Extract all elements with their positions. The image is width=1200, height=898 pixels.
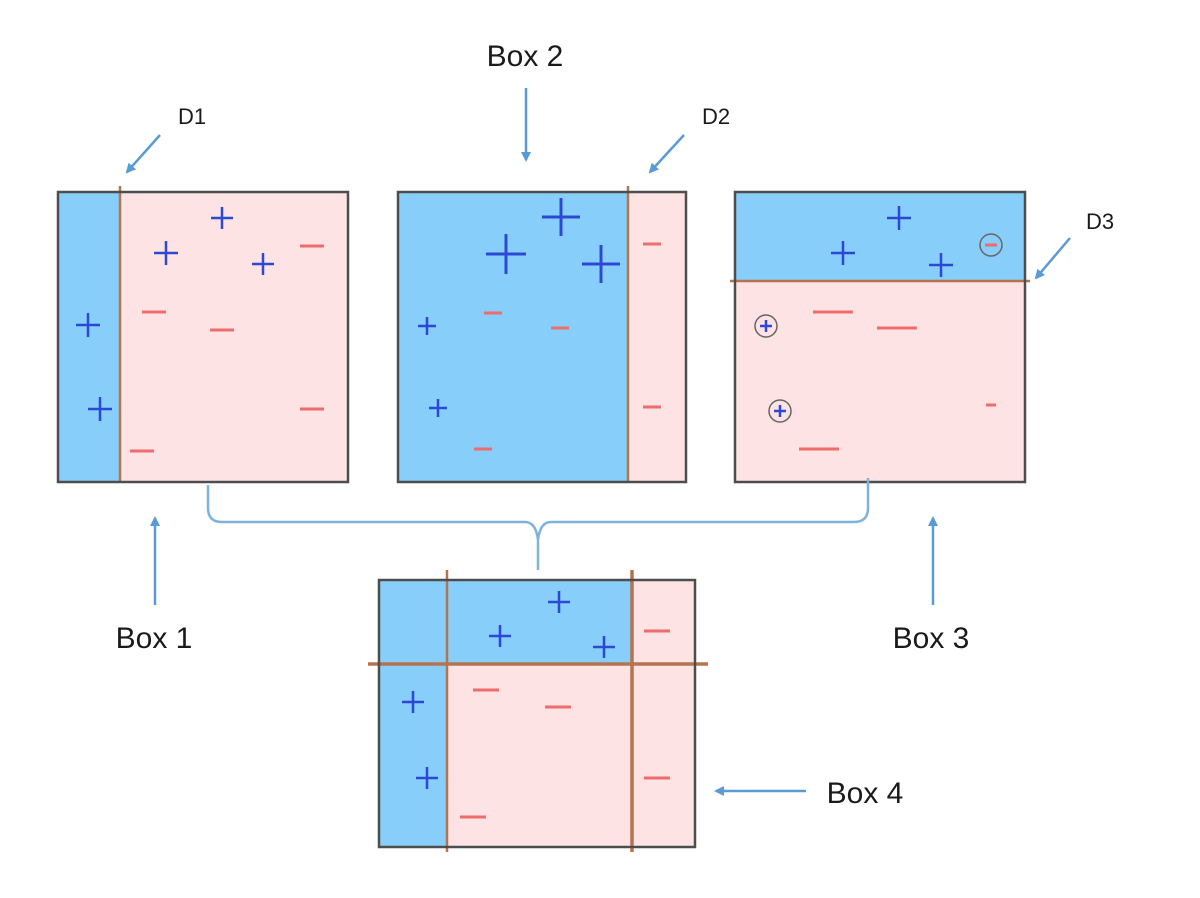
box-3-negative-region xyxy=(735,281,1025,482)
box-4 xyxy=(368,570,708,852)
plus-sample xyxy=(416,767,438,789)
box-3-frame xyxy=(733,190,1027,484)
box-3-marks xyxy=(754,206,1003,451)
plus-sample xyxy=(929,253,953,277)
box-4-marks xyxy=(402,591,670,819)
label-box-3: Box 3 xyxy=(893,622,970,655)
label-d2: D2 xyxy=(702,104,730,129)
plus-sample xyxy=(211,207,233,229)
plus-sample xyxy=(88,397,112,421)
label-box-4: Box 4 xyxy=(827,777,904,810)
box-1-negative-region xyxy=(120,192,348,482)
plus-sample xyxy=(76,313,100,337)
plus-sample xyxy=(593,636,615,658)
misclassified-plus-sample xyxy=(768,399,792,423)
box-2 xyxy=(396,186,688,484)
box-2-frame xyxy=(396,190,688,484)
box-2-marks xyxy=(418,198,661,451)
label-box-2: Box 2 xyxy=(487,40,564,73)
box-3-positive-region xyxy=(735,192,1025,281)
plus-sample xyxy=(831,241,855,265)
box-1-marks xyxy=(76,207,324,453)
box-4-negative-region-right xyxy=(632,580,695,847)
box-2-positive-region xyxy=(398,192,628,482)
plus-sample xyxy=(887,206,911,230)
label-d3: D3 xyxy=(1086,209,1114,234)
box-4-positive-region-top xyxy=(379,580,632,664)
plus-sample xyxy=(429,399,447,417)
misclassified-ring xyxy=(979,233,1003,257)
misclassified-ring xyxy=(768,399,792,423)
box-3 xyxy=(730,190,1030,484)
plus-sample xyxy=(489,625,511,647)
box-2-negative-region xyxy=(628,192,686,482)
plus-sample xyxy=(542,198,580,236)
plus-sample xyxy=(252,253,274,275)
arrow-d3 xyxy=(1034,237,1071,280)
arrow-d2 xyxy=(648,134,685,174)
plus-sample xyxy=(154,241,178,265)
box-1-frame xyxy=(56,190,350,484)
label-d1: D1 xyxy=(178,104,206,129)
misclassified-ring xyxy=(754,314,778,338)
plus-sample xyxy=(486,234,526,274)
plus-sample xyxy=(402,691,424,713)
misclassified-minus-sample xyxy=(979,233,1003,257)
plus-sample xyxy=(582,245,620,283)
box-1 xyxy=(56,186,350,484)
misclassified-plus-sample xyxy=(754,314,778,338)
plus-sample xyxy=(548,591,570,613)
label-box-1: Box 1 xyxy=(116,622,193,655)
combine-bracket xyxy=(206,478,870,570)
plus-sample xyxy=(418,317,436,335)
box-4-frame xyxy=(377,578,697,849)
arrow-d1 xyxy=(125,134,161,174)
